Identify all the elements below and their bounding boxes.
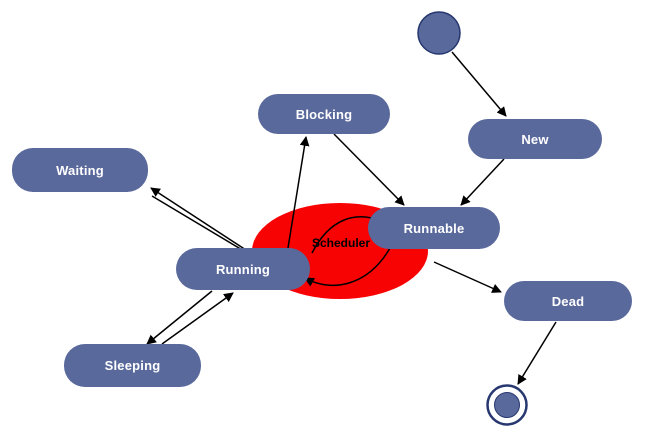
transition-new-to-runnable (460, 158, 505, 206)
transition-running-to-blocking (287, 136, 310, 249)
state-sleeping: Sleeping (64, 344, 201, 387)
final-state-inner-dot (494, 392, 520, 418)
state-dead: Dead (504, 281, 632, 321)
state-waiting: Waiting (12, 148, 148, 192)
transition-waiting-to-runnable (151, 195, 255, 258)
final-state-marker (486, 384, 528, 426)
state-runnable: Runnable (368, 207, 500, 249)
state-blocking: Blocking (258, 94, 390, 134)
transition-running-to-waiting (150, 187, 247, 251)
initial-state-marker (417, 11, 461, 55)
transition-runnable-to-running (304, 247, 391, 287)
transition-dead-to-final (517, 321, 557, 385)
transition-runnable-to-dead (433, 261, 502, 293)
transition-blocking-to-runnable (333, 133, 405, 206)
transition-sleeping-to-running (161, 292, 234, 345)
state-new: New (468, 119, 602, 159)
scheduler-label: Scheduler (311, 236, 371, 250)
transition-running-to-sleeping (146, 290, 213, 345)
state-running: Running (176, 248, 310, 290)
transition-initial-to-new (451, 51, 507, 117)
